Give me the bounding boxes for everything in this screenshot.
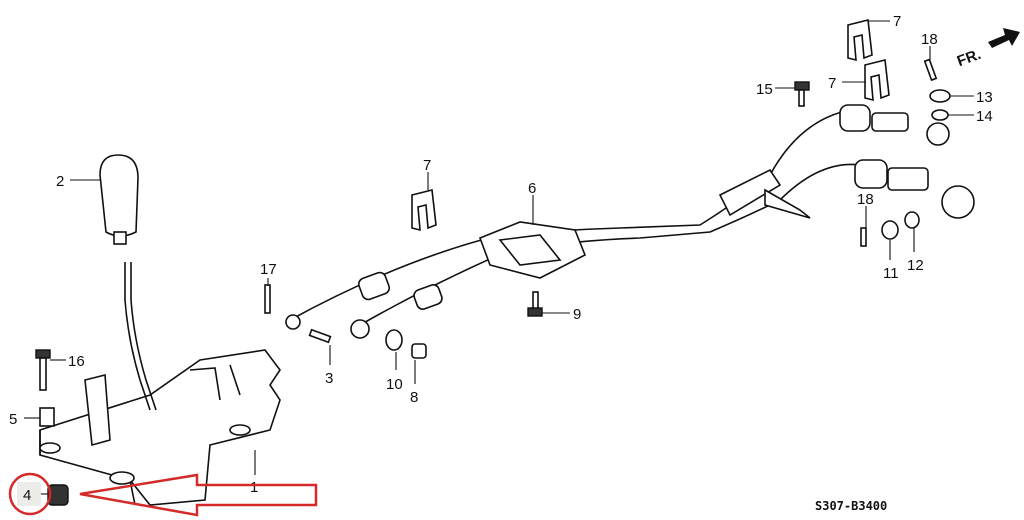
part-label-3: 3 — [325, 370, 333, 387]
part-label-5: 5 — [9, 411, 17, 428]
part-label-13: 13 — [976, 89, 993, 106]
highlight-circle — [8, 472, 52, 516]
part-label-6: 6 — [528, 180, 536, 197]
part-label-10: 10 — [386, 376, 403, 393]
nut-4 — [47, 484, 69, 506]
bolt-15 — [794, 81, 810, 107]
part-label-7: 7 — [828, 75, 836, 92]
collar-5 — [39, 407, 55, 427]
part-label-18: 18 — [921, 31, 938, 48]
clip-7 — [411, 189, 437, 232]
part-label-11: 11 — [883, 265, 899, 282]
shift-knob — [99, 154, 139, 245]
part-label-17: 17 — [260, 261, 277, 278]
part-label-1: 1 — [250, 479, 258, 496]
bolt-9 — [527, 291, 543, 317]
part-label-2: 2 — [56, 173, 64, 190]
part-label-18: 18 — [857, 191, 874, 208]
washer-13 — [929, 89, 951, 103]
pin-17 — [264, 284, 271, 314]
leader-lines — [24, 20, 974, 495]
pin-3 — [308, 328, 332, 344]
clip-7 — [847, 19, 873, 62]
bolt-16 — [35, 349, 51, 391]
washer-11 — [881, 220, 899, 240]
washer-10 — [385, 329, 403, 351]
highlight-arrow — [79, 473, 318, 517]
part-label-4: 4 — [23, 487, 31, 504]
shift-lever-rod — [124, 262, 151, 411]
part-label-9: 9 — [573, 306, 581, 323]
shift-lever-base — [39, 349, 281, 506]
part-label-7: 7 — [423, 157, 431, 174]
diagram-code: S307-B3400 — [815, 499, 887, 513]
pin-18 — [860, 227, 867, 247]
part-label-14: 14 — [976, 108, 993, 125]
washer-14 — [931, 109, 949, 121]
shift-cables — [285, 104, 975, 339]
part-label-8: 8 — [410, 389, 418, 406]
bushing-8 — [411, 343, 427, 359]
front-arrow-icon — [988, 28, 1020, 48]
part-label-12: 12 — [907, 257, 924, 274]
part-label-15: 15 — [756, 81, 773, 98]
part-label-7: 7 — [893, 13, 901, 30]
washer-12 — [904, 211, 920, 229]
part-label-16: 16 — [68, 353, 85, 370]
front-direction-label: FR. — [955, 46, 984, 70]
clip-7 — [864, 59, 890, 102]
part-label-4-box — [17, 482, 41, 506]
pin-18 — [923, 58, 938, 82]
